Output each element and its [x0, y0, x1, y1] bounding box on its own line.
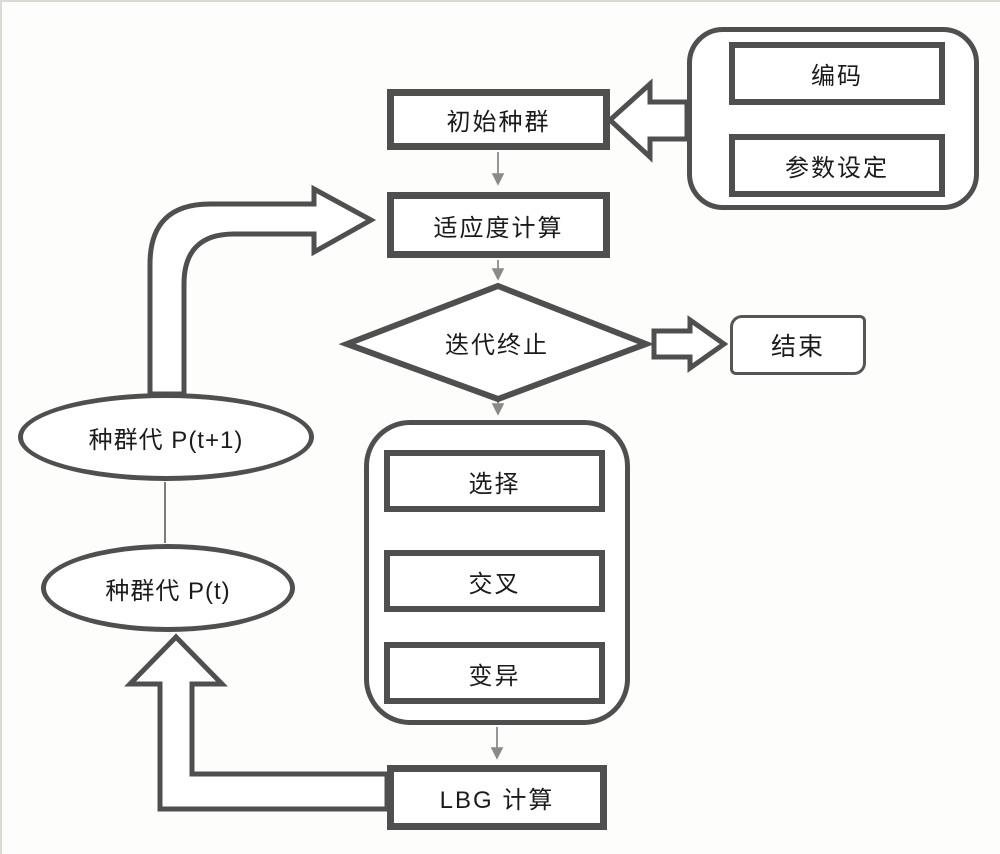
- initial-population-label: 初始种群: [446, 109, 551, 136]
- population-next-label: 种群代 P(t+1): [88, 426, 244, 454]
- flow-node-mutation: 变异: [384, 642, 605, 704]
- flow-node-end: 结束: [730, 315, 866, 375]
- flow-node-parameter-setting: 参数设定: [729, 134, 945, 197]
- fitness-calculation-label: 适应度计算: [433, 214, 564, 242]
- mutation-label: 变异: [468, 662, 521, 690]
- end-label: 结束: [770, 333, 825, 361]
- block-arrow-population-to-fitness-icon: [147, 184, 377, 397]
- crossover-label: 交叉: [468, 570, 521, 598]
- block-arrow-left-icon: [606, 78, 690, 163]
- operators-group-container: 选择 交叉 变异: [364, 420, 630, 725]
- init-group-container: 编码 参数设定: [687, 27, 979, 210]
- flow-node-population-current: 种群代 P(t): [41, 544, 295, 632]
- selection-label: 选择: [468, 470, 521, 498]
- parameter-setting-label: 参数设定: [785, 155, 889, 182]
- termination-diamond-shape: [338, 282, 655, 403]
- iteration-termination-label: 迭代终止: [445, 332, 549, 359]
- flow-node-fitness-calculation: 适应度计算: [387, 192, 610, 258]
- encoding-label: 编码: [811, 63, 863, 90]
- flow-node-encoding: 编码: [729, 42, 945, 105]
- population-current-label: 种群代 P(t): [105, 577, 231, 605]
- flow-node-population-next: 种群代 P(t+1): [18, 393, 314, 481]
- block-arrow-right-icon: [651, 315, 729, 373]
- flow-node-selection: 选择: [384, 450, 605, 512]
- lbg-calculation-label: LBG 计算: [439, 787, 555, 814]
- flow-node-lbg-calculation: LBG 计算: [387, 765, 607, 830]
- flow-node-crossover: 交叉: [384, 550, 605, 612]
- block-arrow-lbg-to-population-icon: [124, 633, 390, 812]
- flow-node-iteration-termination: 迭代终止: [347, 286, 647, 399]
- flow-node-initial-population: 初始种群: [387, 89, 610, 150]
